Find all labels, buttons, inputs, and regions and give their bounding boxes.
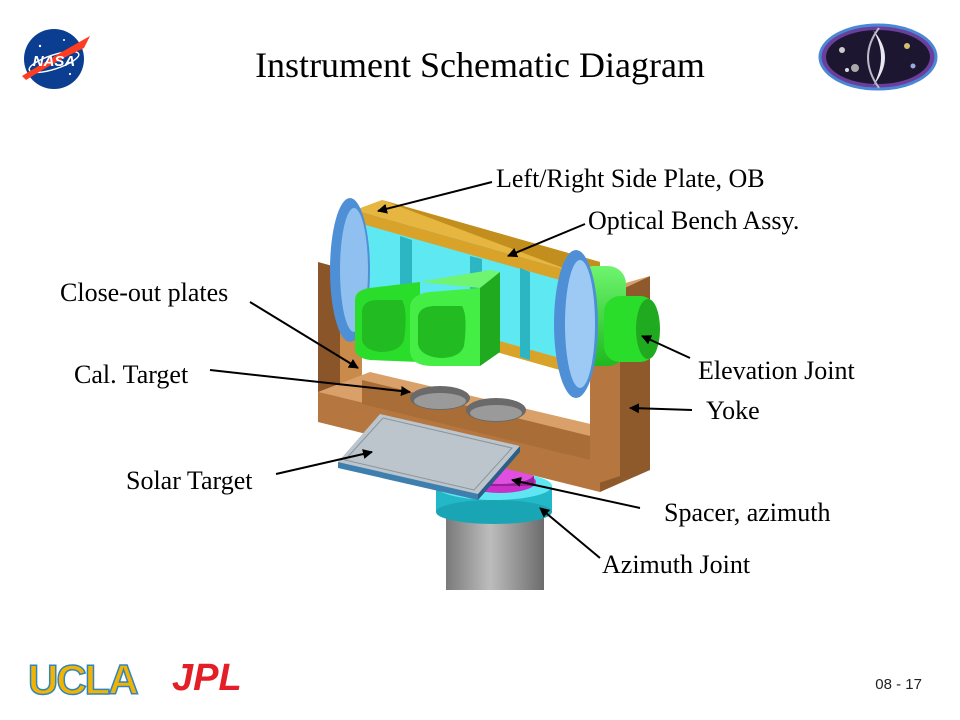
ucla-logo-text: UCLA [28,656,138,700]
cal-target [410,386,526,422]
label-spacer: Spacer, azimuth [664,498,831,527]
label-yoke: Yoke [706,396,760,425]
label-azimuth-joint: Azimuth Joint [602,550,751,579]
label-solar-target: Solar Target [126,466,253,495]
label-elevation-joint: Elevation Joint [698,356,855,385]
close-out-plates [355,270,500,366]
label-side-plate: Left/Right Side Plate, OB [496,164,765,193]
ucla-logo: UCLA [26,656,144,700]
arrow-spacer [511,477,641,509]
nasa-logo-text: NASA [33,53,76,70]
arrow-optical-bench [507,223,586,258]
arrow-side-plate [377,181,493,214]
solar-target [338,414,520,500]
arrow-elevation-joint [641,335,691,359]
slide-number: 08 - 17 [875,676,922,693]
nasa-logo: NASA [18,26,94,92]
arrow-yoke [629,403,693,414]
jpl-logo-text: JPL [172,657,242,696]
side-plate [330,198,598,398]
arrow-cal-target [209,369,411,396]
arrow-close-out [249,301,359,369]
jpl-logo: JPL [170,656,270,696]
arrow-azimuth-joint [539,507,601,559]
label-cal-target: Cal. Target [74,360,189,389]
arrow-solar-target [275,449,373,475]
callout-arrows [209,181,693,559]
label-close-out: Close-out plates [60,278,229,307]
label-optical-bench: Optical Bench Assy. [588,206,800,235]
mission-emblem-icon [817,22,939,92]
page-title: Instrument Schematic Diagram [255,45,705,85]
